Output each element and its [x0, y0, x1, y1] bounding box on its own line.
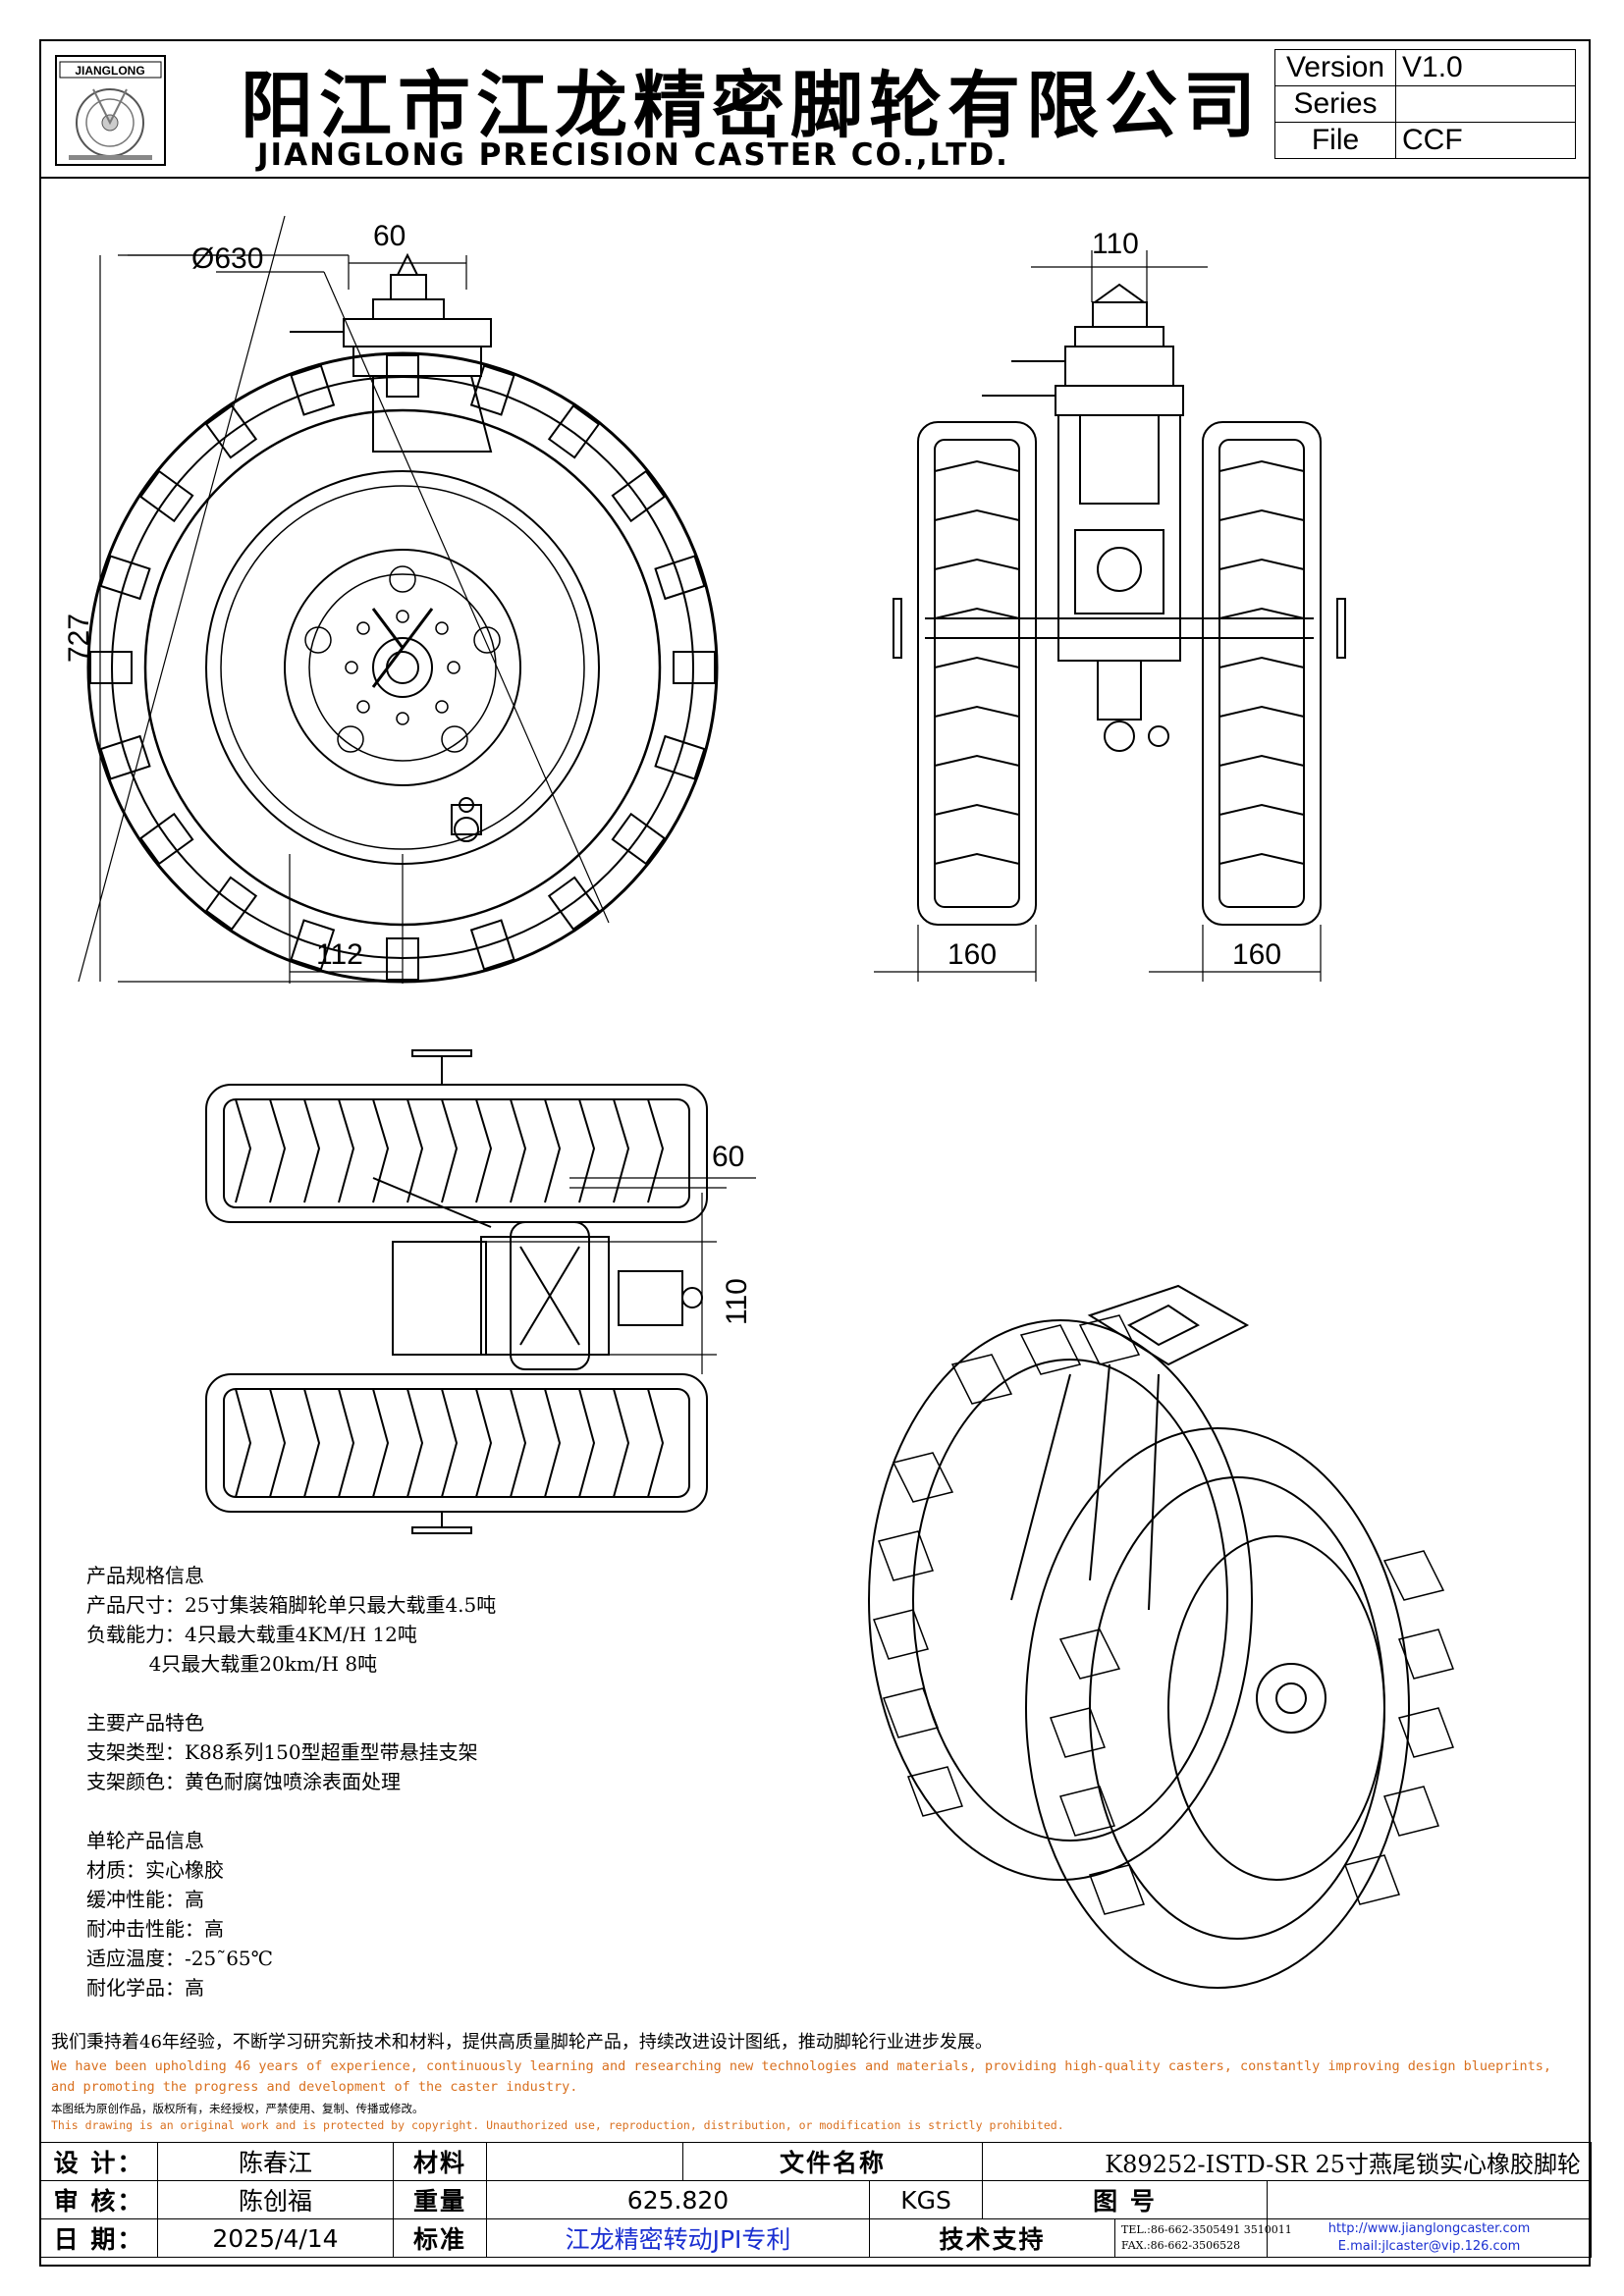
weight-label: 重量: [393, 2180, 487, 2219]
spec-line: 适应温度：-25˜65℃: [86, 1947, 274, 1970]
review-label: 审 核：: [39, 2180, 158, 2219]
material-label: 材料: [393, 2142, 487, 2181]
review-value: 陈创福: [157, 2180, 394, 2219]
company-title-en: JIANGLONG PRECISION CASTER CO.,LTD.: [257, 137, 1009, 173]
dim-offset: 112: [316, 938, 363, 971]
dim-height: 727: [63, 614, 95, 663]
dim-diameter: Ø630: [191, 242, 263, 275]
series-label: Series: [1274, 85, 1396, 123]
tel-text: TEL.:86-662-3505491 3510011: [1121, 2223, 1292, 2236]
standard-value: 江龙精密转动JPI专利: [486, 2218, 870, 2258]
drawing-no-value: [1267, 2180, 1593, 2219]
front-view-drawing: 110 160 160: [874, 228, 1346, 982]
dim-front-top: 110: [1092, 228, 1139, 260]
contact-phone-fax: TEL.:86-662-3505491 3510011 FAX.:86-662-…: [1114, 2218, 1292, 2258]
footer-statement-en-2: and promoting the progress and developme…: [51, 2079, 578, 2095]
side-view-drawing: 60 Ø630 727 112: [63, 215, 719, 984]
copyright-notice-en: This drawing is an original work and is …: [51, 2118, 1064, 2132]
footer-statement-cn: 我们秉持着46年经验，不断学习研究新技术和材料，提供高质量脚轮产品，持续改进设计…: [51, 2032, 993, 2053]
filename-label: 文件名称: [681, 2142, 984, 2181]
series-value: [1395, 85, 1576, 123]
date-label: 日 期：: [39, 2218, 158, 2258]
design-value: 陈春江: [157, 2142, 394, 2181]
weight-unit: KGS: [868, 2180, 984, 2219]
dim-top-110: 110: [721, 1278, 753, 1325]
spec-line: 支架类型：K88系列150型超重型带悬挂支架: [86, 1740, 478, 1764]
drawing-no-label: 图 号: [982, 2180, 1269, 2219]
spec-line: 材质：实心橡胶: [86, 1858, 224, 1882]
spec-line: 产品尺寸：25寸集装箱脚轮单只最大载重4.5吨: [86, 1593, 497, 1617]
support-label: 技术支持: [868, 2218, 1116, 2258]
contact-web-email: http://www.jianglongcaster.com E.mail:jl…: [1267, 2218, 1593, 2258]
dim-side-width: 60: [373, 220, 406, 252]
header-divider: [39, 177, 1591, 179]
title-block: 设 计： 陈春江 材料 文件名称 K89252-ISTD-SR 25寸燕尾锁实心…: [39, 2142, 1593, 2258]
copyright-notice-cn: 本图纸为原创作品，版权所有，未经授权，严禁使用、复制、传播或修改。: [51, 2102, 424, 2115]
fax-text: FAX.:86-662-3506528: [1121, 2239, 1241, 2252]
file-label: File: [1274, 122, 1396, 159]
specs-block: 产品规格信息 产品尺寸：25寸集装箱脚轮单只最大载重4.5吨 负载能力：4只最大…: [86, 1561, 496, 2002]
weight-value: 625.820: [486, 2180, 870, 2219]
company-title-cn: 阳江市江龙精密脚轮有限公司: [241, 64, 1262, 148]
dim-top-60: 60: [712, 1141, 744, 1173]
spec-line: 缓冲性能：高: [86, 1888, 204, 1911]
design-label: 设 计：: [39, 2142, 158, 2181]
material-value: [486, 2142, 683, 2181]
spec-section-title: 产品规格信息: [86, 1564, 204, 1587]
spec-line: 耐冲击性能：高: [86, 1917, 224, 1941]
logo-text: JIANGLONG: [75, 64, 144, 78]
date-value: 2025/4/14: [157, 2218, 394, 2258]
footer-statement-en-1: We have been upholding 46 years of exper…: [51, 2058, 1552, 2074]
dim-front-left-wheel: 160: [947, 938, 997, 971]
spec-section-title: 单轮产品信息: [86, 1829, 204, 1852]
website-link[interactable]: http://www.jianglongcaster.com: [1327, 2221, 1531, 2236]
top-view-drawing: 60 110: [205, 1049, 756, 1534]
spec-line: 耐化学品：高: [86, 1976, 204, 2000]
standard-label: 标准: [393, 2218, 487, 2258]
drawing-frame: [39, 39, 1591, 2267]
spec-line: 负载能力：4只最大载重4KM/H 12吨: [86, 1623, 417, 1646]
version-value: V1.0: [1395, 49, 1576, 86]
email-link[interactable]: E.mail:jlcaster@vip.126.com: [1337, 2239, 1521, 2254]
filename-value: K89252-ISTD-SR 25寸燕尾锁实心橡胶脚轮: [982, 2142, 1593, 2181]
version-label: Version: [1274, 49, 1396, 86]
company-logo: JIANGLONG: [54, 54, 167, 167]
dim-front-right-wheel: 160: [1232, 938, 1281, 971]
spec-line: 支架颜色：黄色耐腐蚀喷涂表面处理: [86, 1770, 401, 1793]
spec-line: 4只最大载重20km/H 8吨: [86, 1652, 378, 1676]
spec-section-title: 主要产品特色: [86, 1711, 204, 1735]
file-value: CCF: [1395, 122, 1576, 159]
isometric-view-drawing: [868, 1284, 1454, 1989]
version-table: Version V1.0 Series File CCF: [1274, 49, 1576, 159]
